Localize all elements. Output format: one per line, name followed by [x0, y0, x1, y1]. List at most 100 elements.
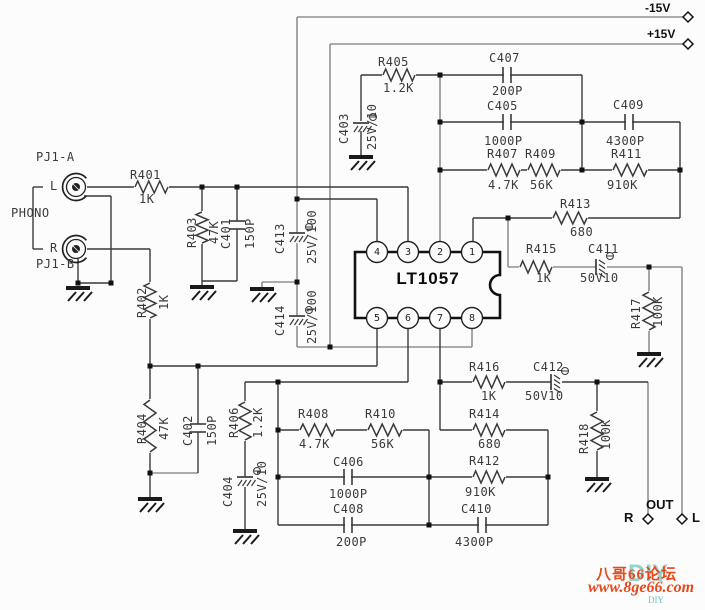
r414-ref: R414 — [469, 407, 500, 421]
capacitor-c412 — [553, 388, 561, 393]
ground-icon — [350, 160, 360, 171]
resistor-r403 — [194, 211, 210, 244]
resistor-r412 — [472, 469, 506, 485]
c410-val: 4300P — [455, 535, 494, 549]
resistor-r409 — [527, 162, 561, 178]
r401-val: 1K — [139, 192, 155, 206]
ic-pin-1: 1 — [468, 247, 476, 258]
c405-ref: C405 — [487, 99, 518, 113]
junction-dot — [294, 196, 300, 202]
jack-pj1a-icon — [72, 183, 80, 191]
resistor-r417 — [641, 291, 657, 331]
ground-icon — [267, 292, 277, 303]
ground-icon — [233, 529, 257, 533]
junction-dot — [437, 167, 443, 173]
ground-icon — [646, 357, 656, 368]
resistor-r411 — [612, 162, 648, 178]
r408-ref: R408 — [298, 407, 329, 421]
c403-val: 25V/10 — [365, 103, 379, 150]
r417-ref: R417 — [629, 298, 643, 329]
r413-val: 680 — [570, 225, 594, 239]
ground-icon — [250, 534, 260, 545]
r415-ref: R415 — [526, 242, 557, 256]
r404-ref: R404 — [135, 413, 149, 444]
r406-val: 1.2K — [251, 407, 265, 438]
r405-val: 1.2K — [383, 81, 414, 95]
junction-dot — [199, 184, 205, 190]
ground-icon — [199, 290, 209, 301]
junction-dot — [275, 474, 281, 480]
junction-dot — [147, 470, 153, 476]
c403-ref: C403 — [337, 113, 351, 144]
c410-ref: C410 — [461, 502, 492, 516]
c411-ref: C411 — [588, 242, 619, 256]
capacitor-c403 — [353, 125, 359, 133]
capacitor-c403 — [367, 125, 372, 133]
ic-pin-circle — [365, 306, 389, 330]
r402-ref: R402 — [135, 287, 149, 318]
ground-icon — [207, 290, 217, 301]
ground-icon — [251, 292, 261, 303]
r418-ref: R418 — [577, 423, 591, 454]
ic-pin-circle — [460, 306, 484, 330]
jack-pj1b-icon — [72, 245, 80, 253]
r410-ref: R410 — [365, 407, 396, 421]
ic-pin-2: 2 — [436, 247, 444, 258]
junction-dot — [294, 279, 300, 285]
capacitor-c404 — [246, 479, 252, 487]
c413-ref: C413 — [273, 223, 287, 254]
junction-dot — [195, 363, 201, 369]
c408-ref: C408 — [333, 502, 364, 516]
capacitor-c414 — [289, 318, 295, 326]
ground-icon — [250, 287, 274, 291]
input-l-label: L — [50, 179, 58, 193]
r416-ref: R416 — [469, 360, 500, 374]
capacitor-c413 — [298, 235, 304, 243]
c407-ref: C407 — [489, 51, 520, 65]
junction-dot — [437, 119, 443, 125]
c406-val: 1000P — [329, 487, 368, 501]
ic-pin-circle — [460, 240, 484, 264]
phono-label: PHONO — [11, 206, 50, 220]
capacitor-c404 — [237, 479, 243, 487]
capacitor-c414 — [298, 318, 304, 326]
watermark-line1: 八哥66论坛 — [596, 567, 678, 583]
junction-dot — [677, 167, 683, 173]
c402-ref: C402 — [181, 415, 195, 446]
ground-icon — [594, 482, 604, 493]
r407-val: 4.7K — [488, 178, 519, 192]
junction-dot — [426, 522, 432, 528]
r416-val: 1K — [481, 389, 497, 403]
resistor-r404 — [142, 399, 158, 453]
ic-pin-circle — [396, 240, 420, 264]
ground-icon — [190, 285, 214, 289]
resistor-r401 — [134, 179, 169, 195]
capacitor-c404 — [242, 479, 247, 487]
capacitor-c413 — [303, 235, 308, 243]
r414-val: 680 — [478, 437, 502, 451]
ic-pin-circle — [428, 306, 452, 330]
resistor-r415 — [519, 259, 553, 275]
watermark-url: www.8ge66.com — [588, 579, 695, 596]
c405-val: 1000P — [484, 134, 523, 148]
capacitor-c414 — [294, 318, 299, 326]
r415-val: 1K — [536, 271, 552, 285]
ground-icon — [586, 482, 596, 493]
c409-val: 4300P — [606, 134, 645, 148]
resistor-r410 — [367, 422, 403, 438]
ic-pin-8: 8 — [468, 313, 476, 324]
c408-val: 200P — [336, 535, 367, 549]
ic-pin-4: 4 — [373, 247, 381, 258]
resistor-r406 — [237, 401, 253, 441]
ground-icon — [366, 160, 376, 171]
c402-val: 150P — [205, 415, 219, 446]
r417-val: 100K — [651, 296, 665, 327]
junction-dot — [426, 474, 432, 480]
resistor-r413 — [552, 210, 588, 226]
ground-icon — [67, 291, 77, 302]
r408-val: 4.7K — [299, 437, 330, 451]
capacitor-c411 — [598, 268, 606, 274]
capacitor-c406-mask — [345, 468, 351, 486]
ic-pin-6: 6 — [404, 313, 412, 324]
